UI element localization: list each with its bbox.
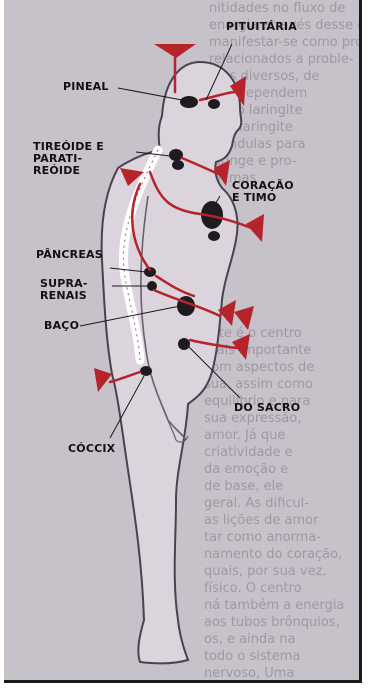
spleen-trumpet xyxy=(234,306,254,330)
parathyroid-gland xyxy=(172,160,184,170)
label-coccix: CÓCCIX xyxy=(68,443,115,455)
label-tireoide: TIREÓIDE E PARATI- REÓIDE xyxy=(33,141,104,177)
label-baco: BAÇO xyxy=(44,320,79,332)
label-pancreas: PÂNCREAS xyxy=(36,249,103,261)
label-coracao: CORAÇÃO E TIMO xyxy=(232,180,294,204)
label-pituitaria: PITUITÁRIA xyxy=(226,21,297,33)
coccyx-gland xyxy=(140,366,152,376)
label-suprarrenais: SUPRA- RENAIS xyxy=(40,278,88,302)
label-pineal: PINEAL xyxy=(63,81,109,93)
thymus-gland xyxy=(208,231,220,241)
label-sacro: DO SACRO xyxy=(234,402,300,414)
pineal-gland xyxy=(180,96,198,108)
crown-trumpet xyxy=(154,44,196,58)
coccyx-trumpet xyxy=(94,368,112,392)
sacral-gland xyxy=(178,338,190,350)
thyroid-gland xyxy=(169,149,183,161)
pituitary-gland xyxy=(208,99,220,109)
